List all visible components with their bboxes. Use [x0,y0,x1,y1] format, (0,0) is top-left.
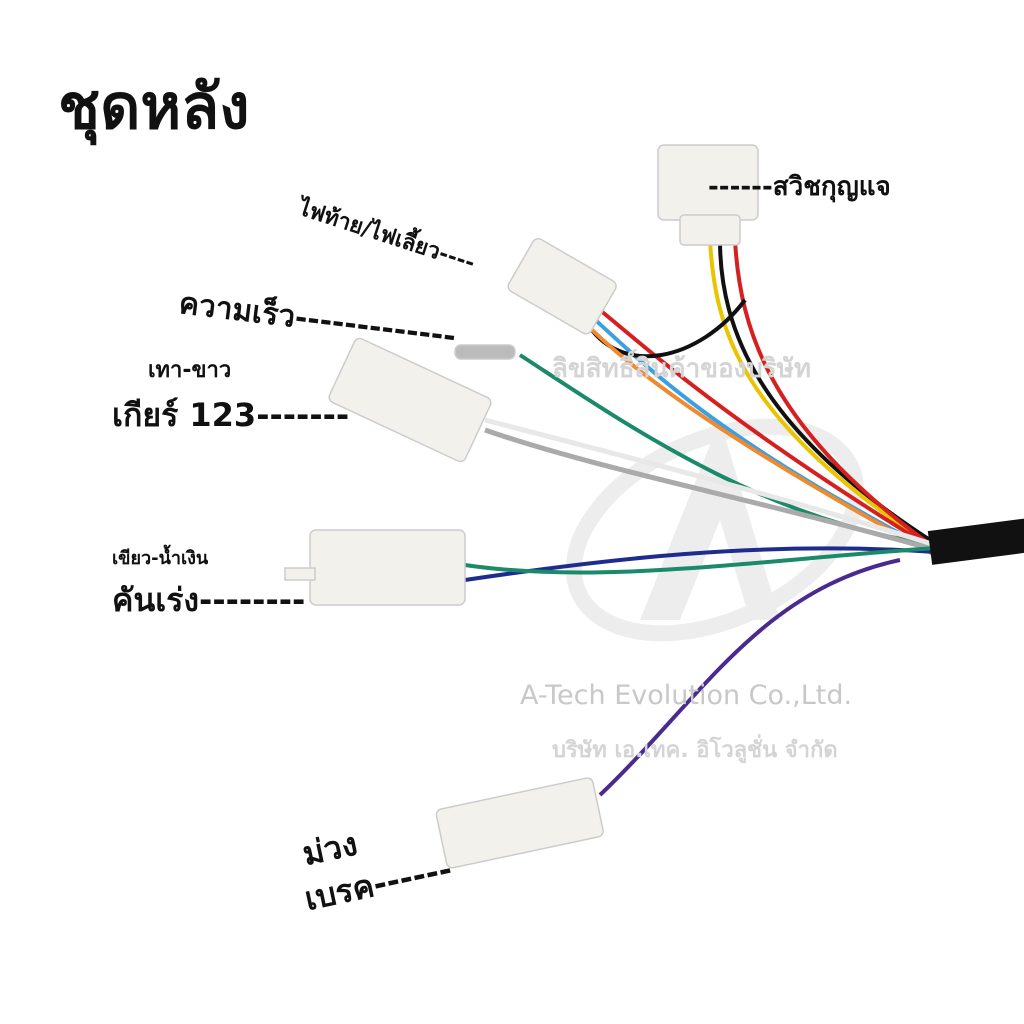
wires [464,239,937,797]
connectors [284,144,759,869]
label-throttle: คันเร่ง-------- [112,581,306,619]
tail-light-connector [507,237,617,335]
watermark-company-th: บริษัท เอ.เทค. อิโวลูชั่น จำกัด [552,738,838,763]
label-key-switch: ------สวิชกุญแจ [708,172,891,202]
page-title: ชุดหลัง [58,70,250,143]
throttle-connector [309,529,466,606]
watermark-logo [565,418,865,642]
speed-sensor-terminal [454,344,516,360]
label-gear: เกียร์ 123------- [112,396,350,434]
gear-connector [328,337,492,463]
label-gear-color: เทา-ขาว [148,358,232,383]
main-cable [927,518,1024,565]
brake-connector [435,777,604,869]
label-throttle-color: เขียว-น้ำเงิน [112,548,209,569]
watermark-company-en: A-Tech Evolution Co.,Ltd. [520,680,853,711]
watermark-copyright: ลิขสิทธิ์สินค้าของบริษัท [552,354,812,384]
